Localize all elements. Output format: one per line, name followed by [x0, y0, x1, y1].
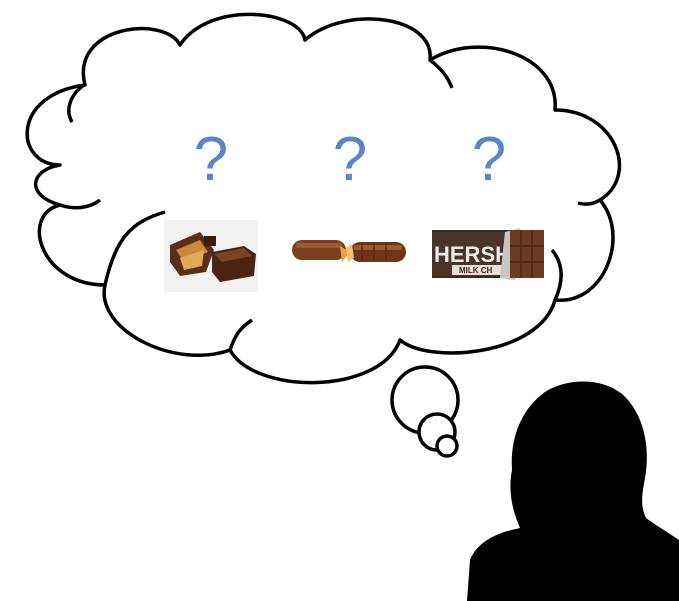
thought-cloud	[27, 14, 619, 382]
trail-bubble-small	[437, 436, 457, 456]
person-silhouette-icon	[467, 382, 679, 601]
question-mark-3: ?	[472, 125, 506, 194]
hershey-milk-chocolate-bar-icon: HERSHE MILK CH	[432, 228, 544, 280]
question-mark-1: ?	[194, 125, 228, 194]
wrapper-subtitle-text: MILK CH	[459, 266, 493, 275]
thought-trail-bubbles	[392, 367, 458, 456]
caramel-chocolate-pieces-icon	[164, 220, 258, 292]
question-mark-2: ?	[333, 125, 367, 194]
